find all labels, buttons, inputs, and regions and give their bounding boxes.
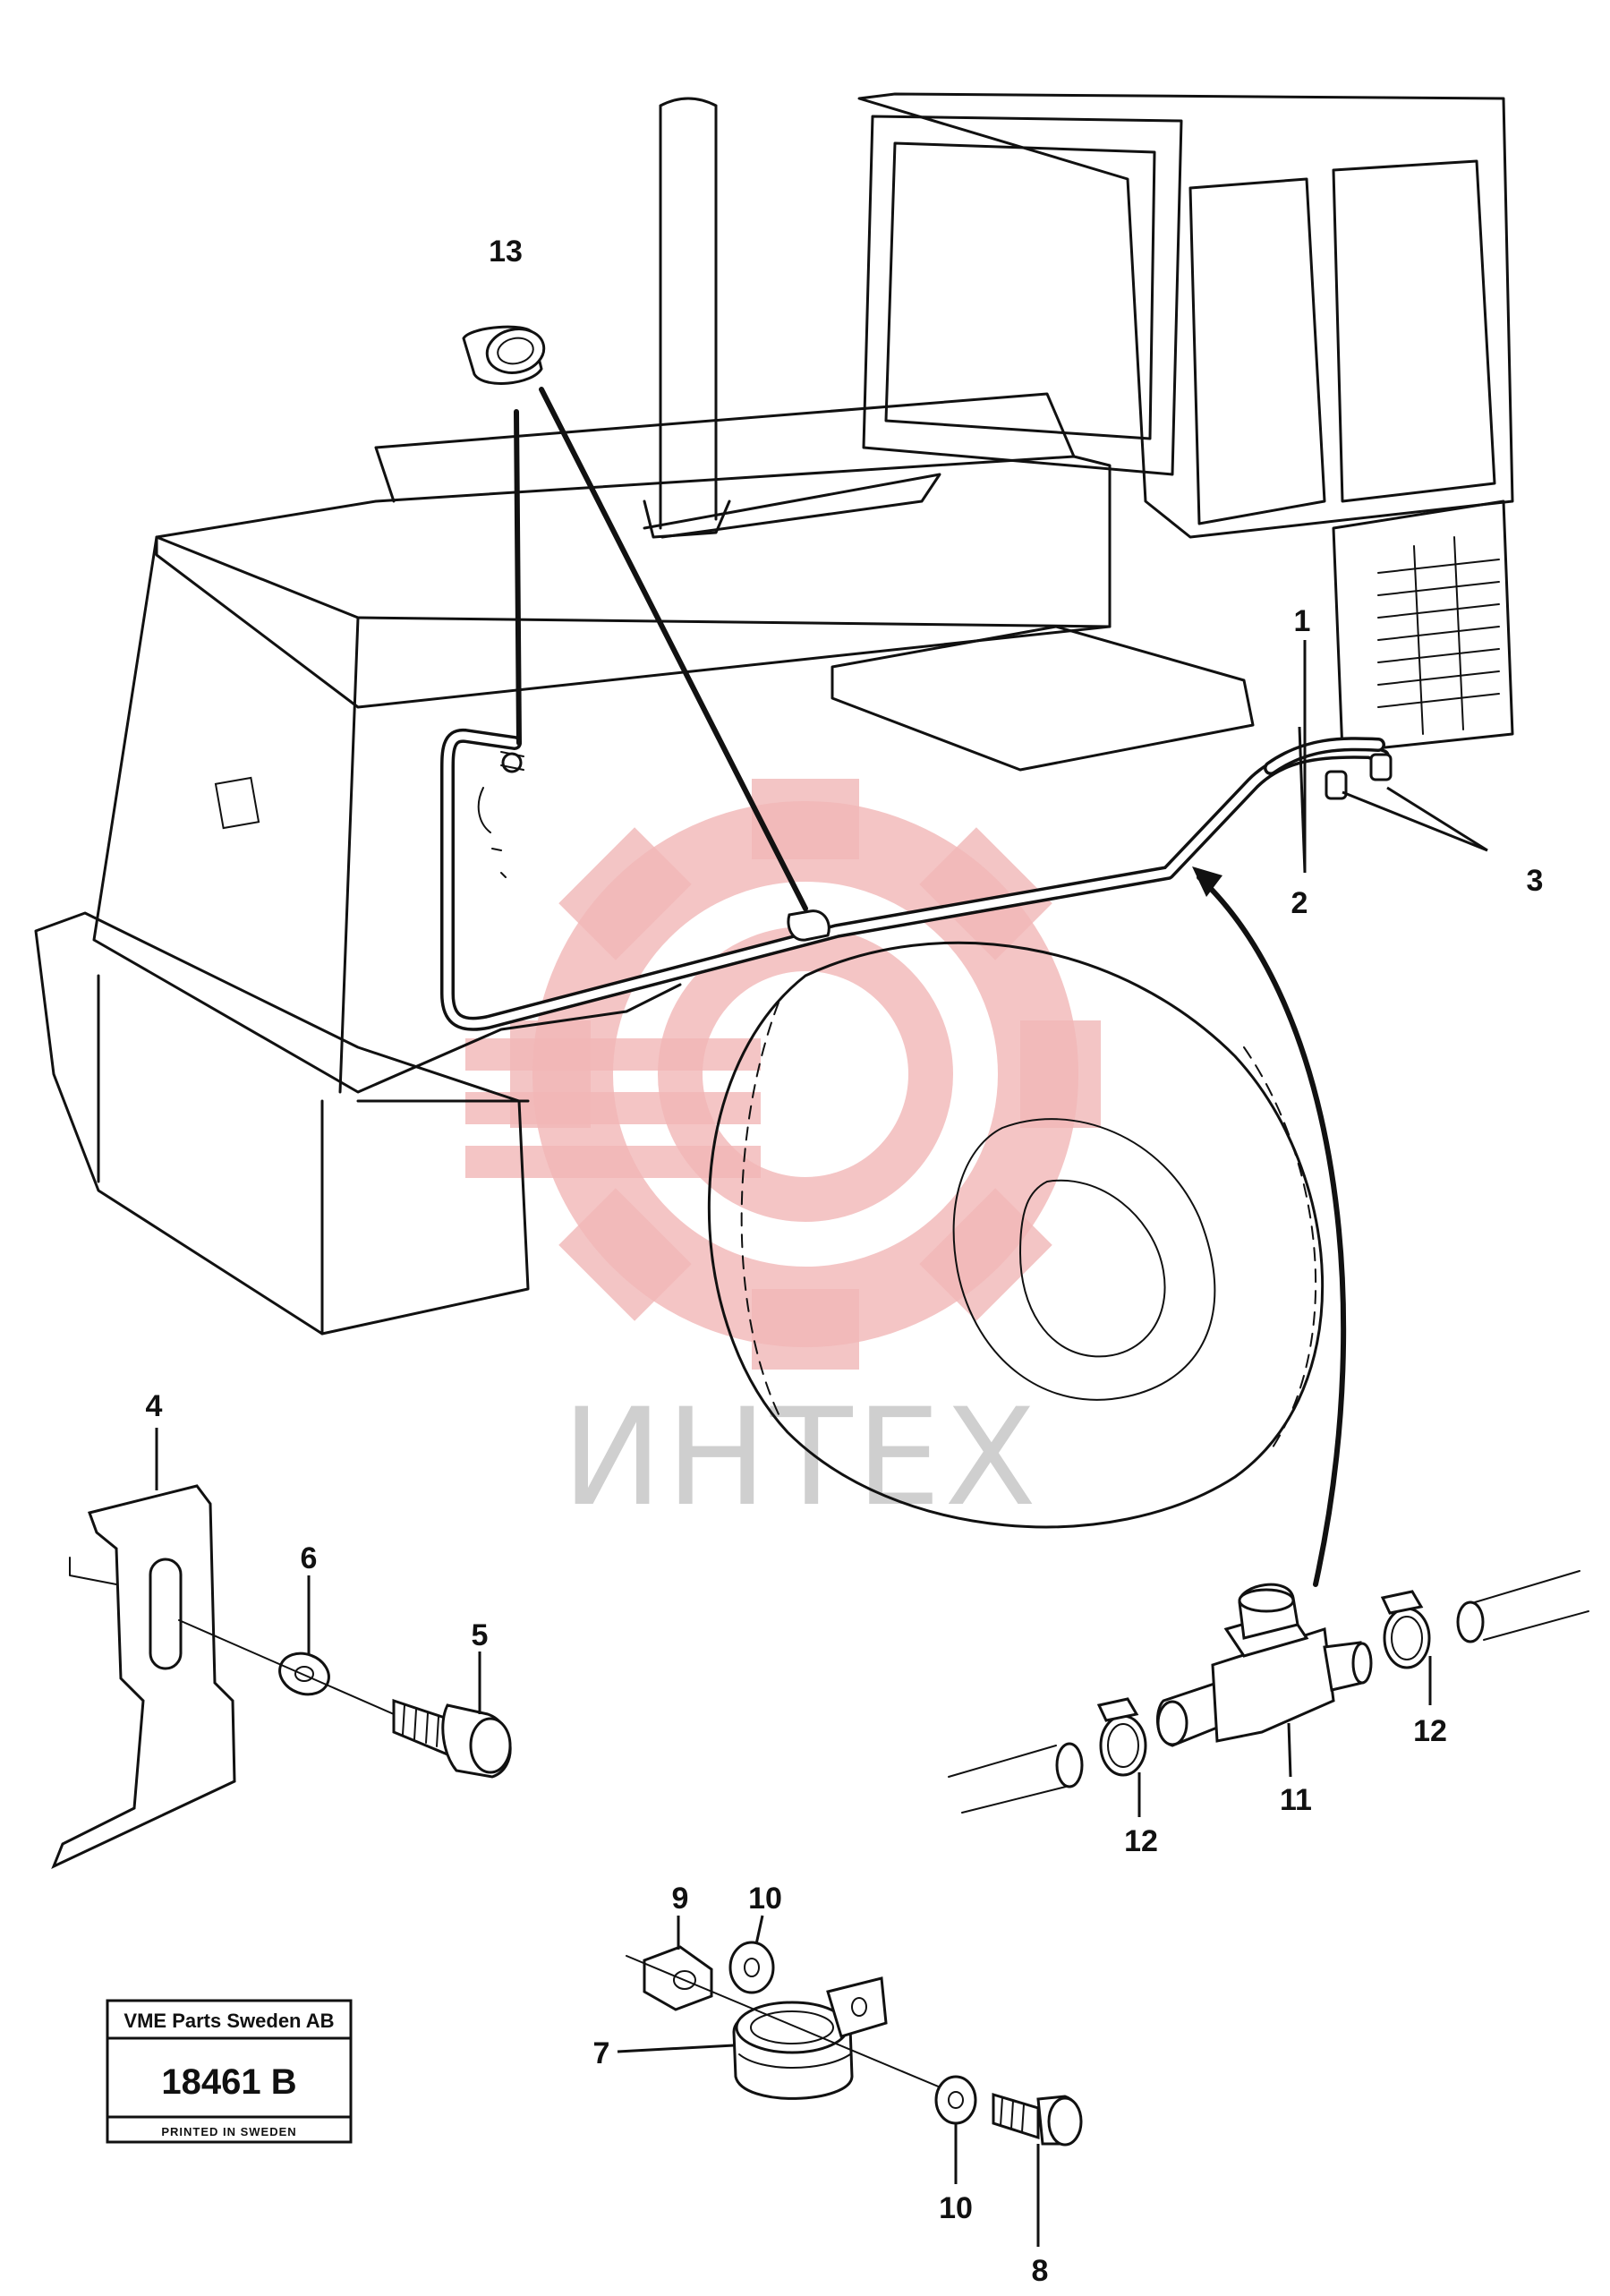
part-13-sleeve [462,325,546,385]
callout-2: 2 [1291,886,1308,920]
leader-lines-tap [1137,1656,1432,1817]
fuel-pipe [440,728,1393,1031]
watermark: ИНТЕХ [465,779,1101,1536]
callout-13: 13 [489,235,523,269]
part-4-bracket [51,1484,236,1869]
nipple-connectors [1325,753,1393,800]
assembly-line-4 [178,1619,395,1715]
part-8-bolt [992,2092,1083,2147]
hose-left [948,1742,1084,1814]
part-11-tap [1155,1583,1373,1747]
callout-11: 11 [1280,1783,1312,1817]
part-6-washer [278,1652,330,1696]
watermark-text: ИНТЕХ [562,1380,1040,1536]
callout-5: 5 [472,1618,489,1652]
machine-outline [34,92,1514,1529]
callout-12-right: 12 [1413,1714,1447,1748]
callouts: 13 1 2 3 4 5 6 7 8 9 10 10 11 12 12 [146,235,1544,2288]
part-12-clamp-left [1096,1697,1147,1777]
callout-10-lower: 10 [939,2191,973,2225]
part-10-washer-lower [934,2075,977,2125]
stamp-company: VME Parts Sweden AB [124,2010,334,2032]
callout-9: 9 [672,1882,689,1916]
callout-10-upper: 10 [748,1882,782,1916]
callout-1: 1 [1294,604,1311,638]
callout-7: 7 [593,2036,610,2070]
callout-3: 3 [1527,864,1544,898]
hose-right [1456,1570,1589,1643]
leader-lines-clip [155,1428,1040,2247]
parts-stamp: VME Parts Sweden AB 18461 B PRINTED IN S… [106,1999,353,2144]
stamp-printed: PRINTED IN SWEDEN [161,2125,296,2138]
assembly-line-clip [626,1955,958,2095]
callout-4: 4 [146,1389,163,1423]
stamp-number: 18461 B [161,2062,296,2102]
part-12-clamp-right [1380,1590,1431,1669]
part-10-washer-upper [728,1941,775,1994]
callout-12-left: 12 [1124,1824,1158,1858]
part-7-clip [732,1976,888,2100]
callout-8: 8 [1032,2254,1049,2288]
part-5-bolt [392,1698,512,1779]
callout-6: 6 [301,1541,318,1575]
leader-lines-machine [514,387,1488,1587]
pipe-clip [787,909,831,942]
